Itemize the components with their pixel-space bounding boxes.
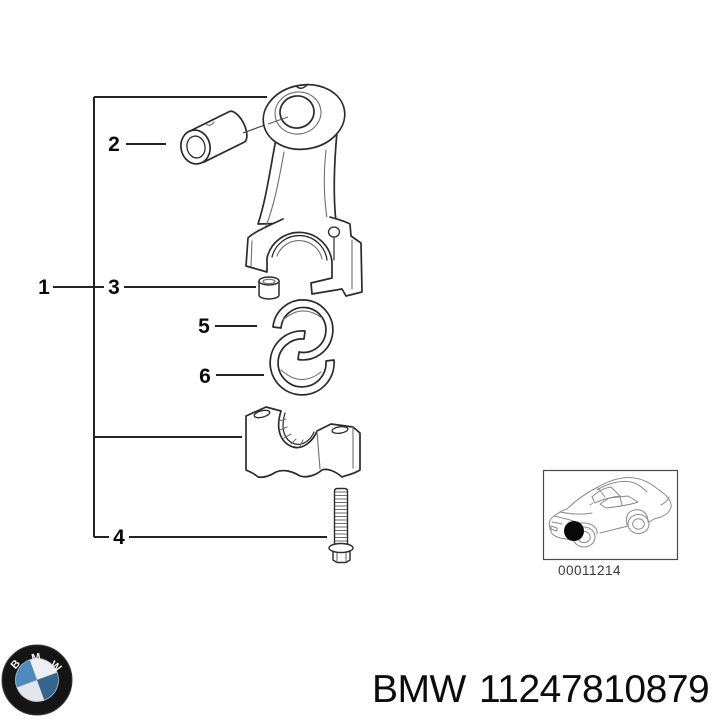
callout-4-label: 4 xyxy=(113,526,125,549)
axis-line-in-bore xyxy=(267,116,289,125)
callout-3-label: 3 xyxy=(108,276,120,299)
part-bearing-cap xyxy=(245,406,361,479)
callout-6-label: 6 xyxy=(199,365,211,388)
roundel-letter-m: M xyxy=(31,651,42,664)
location-dot xyxy=(564,521,584,541)
callout-2-label: 2 xyxy=(108,133,120,156)
bolt-threads xyxy=(335,491,347,545)
callout-1-label: 1 xyxy=(38,276,50,299)
part-pin xyxy=(258,276,280,300)
part-bolt xyxy=(328,487,354,564)
part-number-text: 11247810879 xyxy=(479,668,709,711)
thumbnail-code: 00011214 xyxy=(558,563,621,578)
roundel-quadrants xyxy=(15,658,59,702)
part-connecting-rod xyxy=(245,83,363,297)
callout-5-label: 5 xyxy=(198,315,210,338)
thumbnail-border xyxy=(542,469,679,561)
brand-text: BMW xyxy=(372,668,467,711)
callout-bracket xyxy=(53,96,327,538)
part-bearing-shell-upper xyxy=(272,299,334,361)
vehicle-thumbnail: 00011214 xyxy=(542,469,679,578)
part-bearing-shell-lower xyxy=(269,330,335,396)
part-bushing xyxy=(180,110,248,165)
bmw-logo: B M W xyxy=(1,644,73,716)
